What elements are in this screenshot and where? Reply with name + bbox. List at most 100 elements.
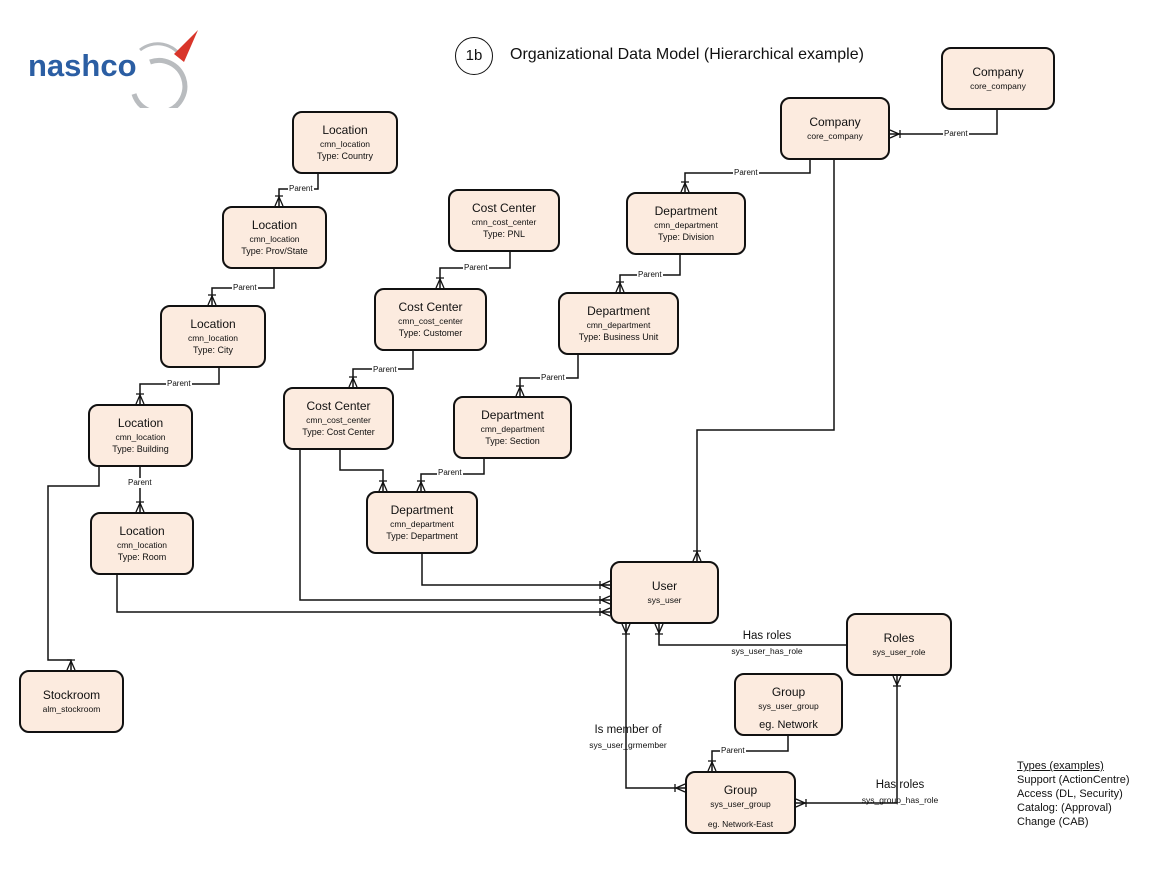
entity-title: Location (251, 218, 298, 232)
entity-table: alm_stockroom (42, 704, 101, 714)
group-network-entity: Group sys_user_group eg. Network (734, 673, 843, 736)
department-business-unit-entity: Department cmn_department Type: Business… (558, 292, 679, 355)
entity-type: Type: Customer (398, 328, 463, 338)
crows-foot-marker (435, 277, 445, 289)
department-section-entity: Department cmn_department Type: Section (453, 396, 572, 459)
entity-type: Type: City (192, 345, 233, 355)
entity-title: Group (723, 783, 758, 797)
company-entity: Company core_company (780, 97, 890, 160)
entity-table: core_company (970, 81, 1026, 91)
svg-text:nashco: nashco (28, 48, 137, 83)
location-country-entity: Location cmn_location Type: Country (292, 111, 398, 174)
entity-table: cmn_cost_center (306, 415, 371, 425)
entity-table: sys_user_role (872, 647, 926, 657)
parent-label: Parent (166, 379, 192, 389)
entity-table: cmn_department (654, 220, 718, 230)
entity-title: Department (587, 304, 650, 318)
costcenter-department-connector (339, 450, 384, 491)
crows-foot-marker (654, 623, 664, 635)
crows-foot-marker (416, 480, 426, 492)
entity-title: Cost Center (306, 399, 371, 413)
entity-title: Cost Center (398, 300, 463, 314)
entity-type: Type: Division (657, 232, 715, 242)
entity-table: cmn_cost_center (471, 217, 537, 227)
is-member-of-label: Is member of (594, 724, 662, 736)
entity-title: Group (771, 685, 806, 699)
user-entity: User sys_user (610, 561, 719, 624)
entity-type: Type: Department (386, 531, 458, 541)
legend-item: Support (ActionCentre) (1017, 774, 1130, 786)
parent-label: Parent (733, 168, 759, 178)
entity-title: Location (322, 123, 368, 137)
entity-table: sys_user_group (758, 701, 819, 711)
crows-foot-marker (599, 580, 611, 590)
entity-table: cmn_location (187, 333, 239, 343)
entity-table: cmn_location (319, 139, 371, 149)
crows-foot-marker (692, 550, 702, 562)
parent-label: Parent (232, 283, 258, 293)
parent-label: Parent (127, 478, 153, 488)
location-user-connector (116, 575, 610, 613)
entity-title: Cost Center (471, 201, 537, 215)
crows-foot-marker (674, 783, 686, 793)
parent-label: Parent (637, 270, 663, 280)
user-roles-connector (658, 624, 846, 646)
entity-title: Company (972, 65, 1024, 79)
crows-foot-marker (599, 595, 611, 605)
entity-type: Type: Business Unit (578, 332, 659, 342)
entity-table: cmn_department (480, 424, 545, 434)
legend-item: Catalog: (Approval) (1017, 802, 1112, 814)
parent-label: Parent (437, 468, 463, 478)
location-city-entity: Location cmn_location Type: City (160, 305, 266, 368)
parent-label: Parent (540, 373, 566, 383)
cost-center-pnl-entity: Cost Center cmn_cost_center Type: PNL (448, 189, 560, 252)
location-prov-state-entity: Location cmn_location Type: Prov/State (222, 206, 327, 269)
group-roles-connector (796, 676, 898, 804)
roles-entity: Roles sys_user_role (846, 613, 952, 676)
entity-table: cmn_department (586, 320, 651, 330)
crows-foot-marker (892, 675, 902, 687)
user-has-roles-table: sys_user_has_role (731, 646, 803, 656)
entity-type: Type: Prov/State (241, 246, 308, 256)
crows-foot-marker (378, 480, 388, 492)
diagram-title: Organizational Data Model (Hierarchical … (510, 46, 864, 63)
stockroom-entity: Stockroom alm_stockroom (19, 670, 124, 733)
legend-item: Change (CAB) (1017, 816, 1089, 828)
crows-foot-marker (621, 623, 631, 635)
department-department-entity: Department cmn_department Type: Departme… (366, 491, 478, 554)
entity-table: cmn_cost_center (398, 316, 463, 326)
parent-label: Parent (372, 365, 398, 375)
entity-type: Type: Cost Center (302, 427, 375, 437)
entity-table: cmn_department (390, 519, 454, 529)
department-division-entity: Department cmn_department Type: Division (626, 192, 746, 255)
parent-connector (890, 110, 998, 135)
entity-title: User (651, 579, 678, 593)
entity-title: Department (481, 408, 544, 422)
crows-foot-marker (680, 181, 690, 193)
diagram-number-badge: 1b (455, 37, 493, 75)
parent-label: Parent (288, 184, 314, 194)
crows-foot-marker (599, 607, 611, 617)
entity-type: Type: Room (117, 552, 167, 562)
crows-foot-marker (274, 195, 284, 207)
entity-example: eg. Network (759, 719, 818, 731)
crows-foot-marker (889, 129, 901, 139)
user-has-roles-label: Has roles (742, 630, 792, 642)
crows-foot-marker (615, 281, 625, 293)
crows-foot-marker (795, 798, 807, 808)
legend-item: Access (DL, Security) (1017, 788, 1123, 800)
is-member-of-table: sys_user_grmember (589, 740, 667, 750)
entity-example: eg. Network-East (707, 819, 774, 829)
crows-foot-marker (135, 393, 145, 405)
group-has-roles-label: Has roles (875, 779, 925, 791)
crows-foot-marker (135, 501, 145, 513)
entity-type: Type: Section (485, 436, 540, 446)
cost-center-customer-entity: Cost Center cmn_cost_center Type: Custom… (374, 288, 487, 351)
crows-foot-marker (66, 659, 76, 671)
entity-title: Location (119, 524, 165, 538)
entity-title: Stockroom (42, 688, 101, 702)
entity-table: cmn_location (249, 234, 300, 244)
entity-table: cmn_location (116, 540, 168, 550)
parent-label: Parent (463, 263, 489, 273)
